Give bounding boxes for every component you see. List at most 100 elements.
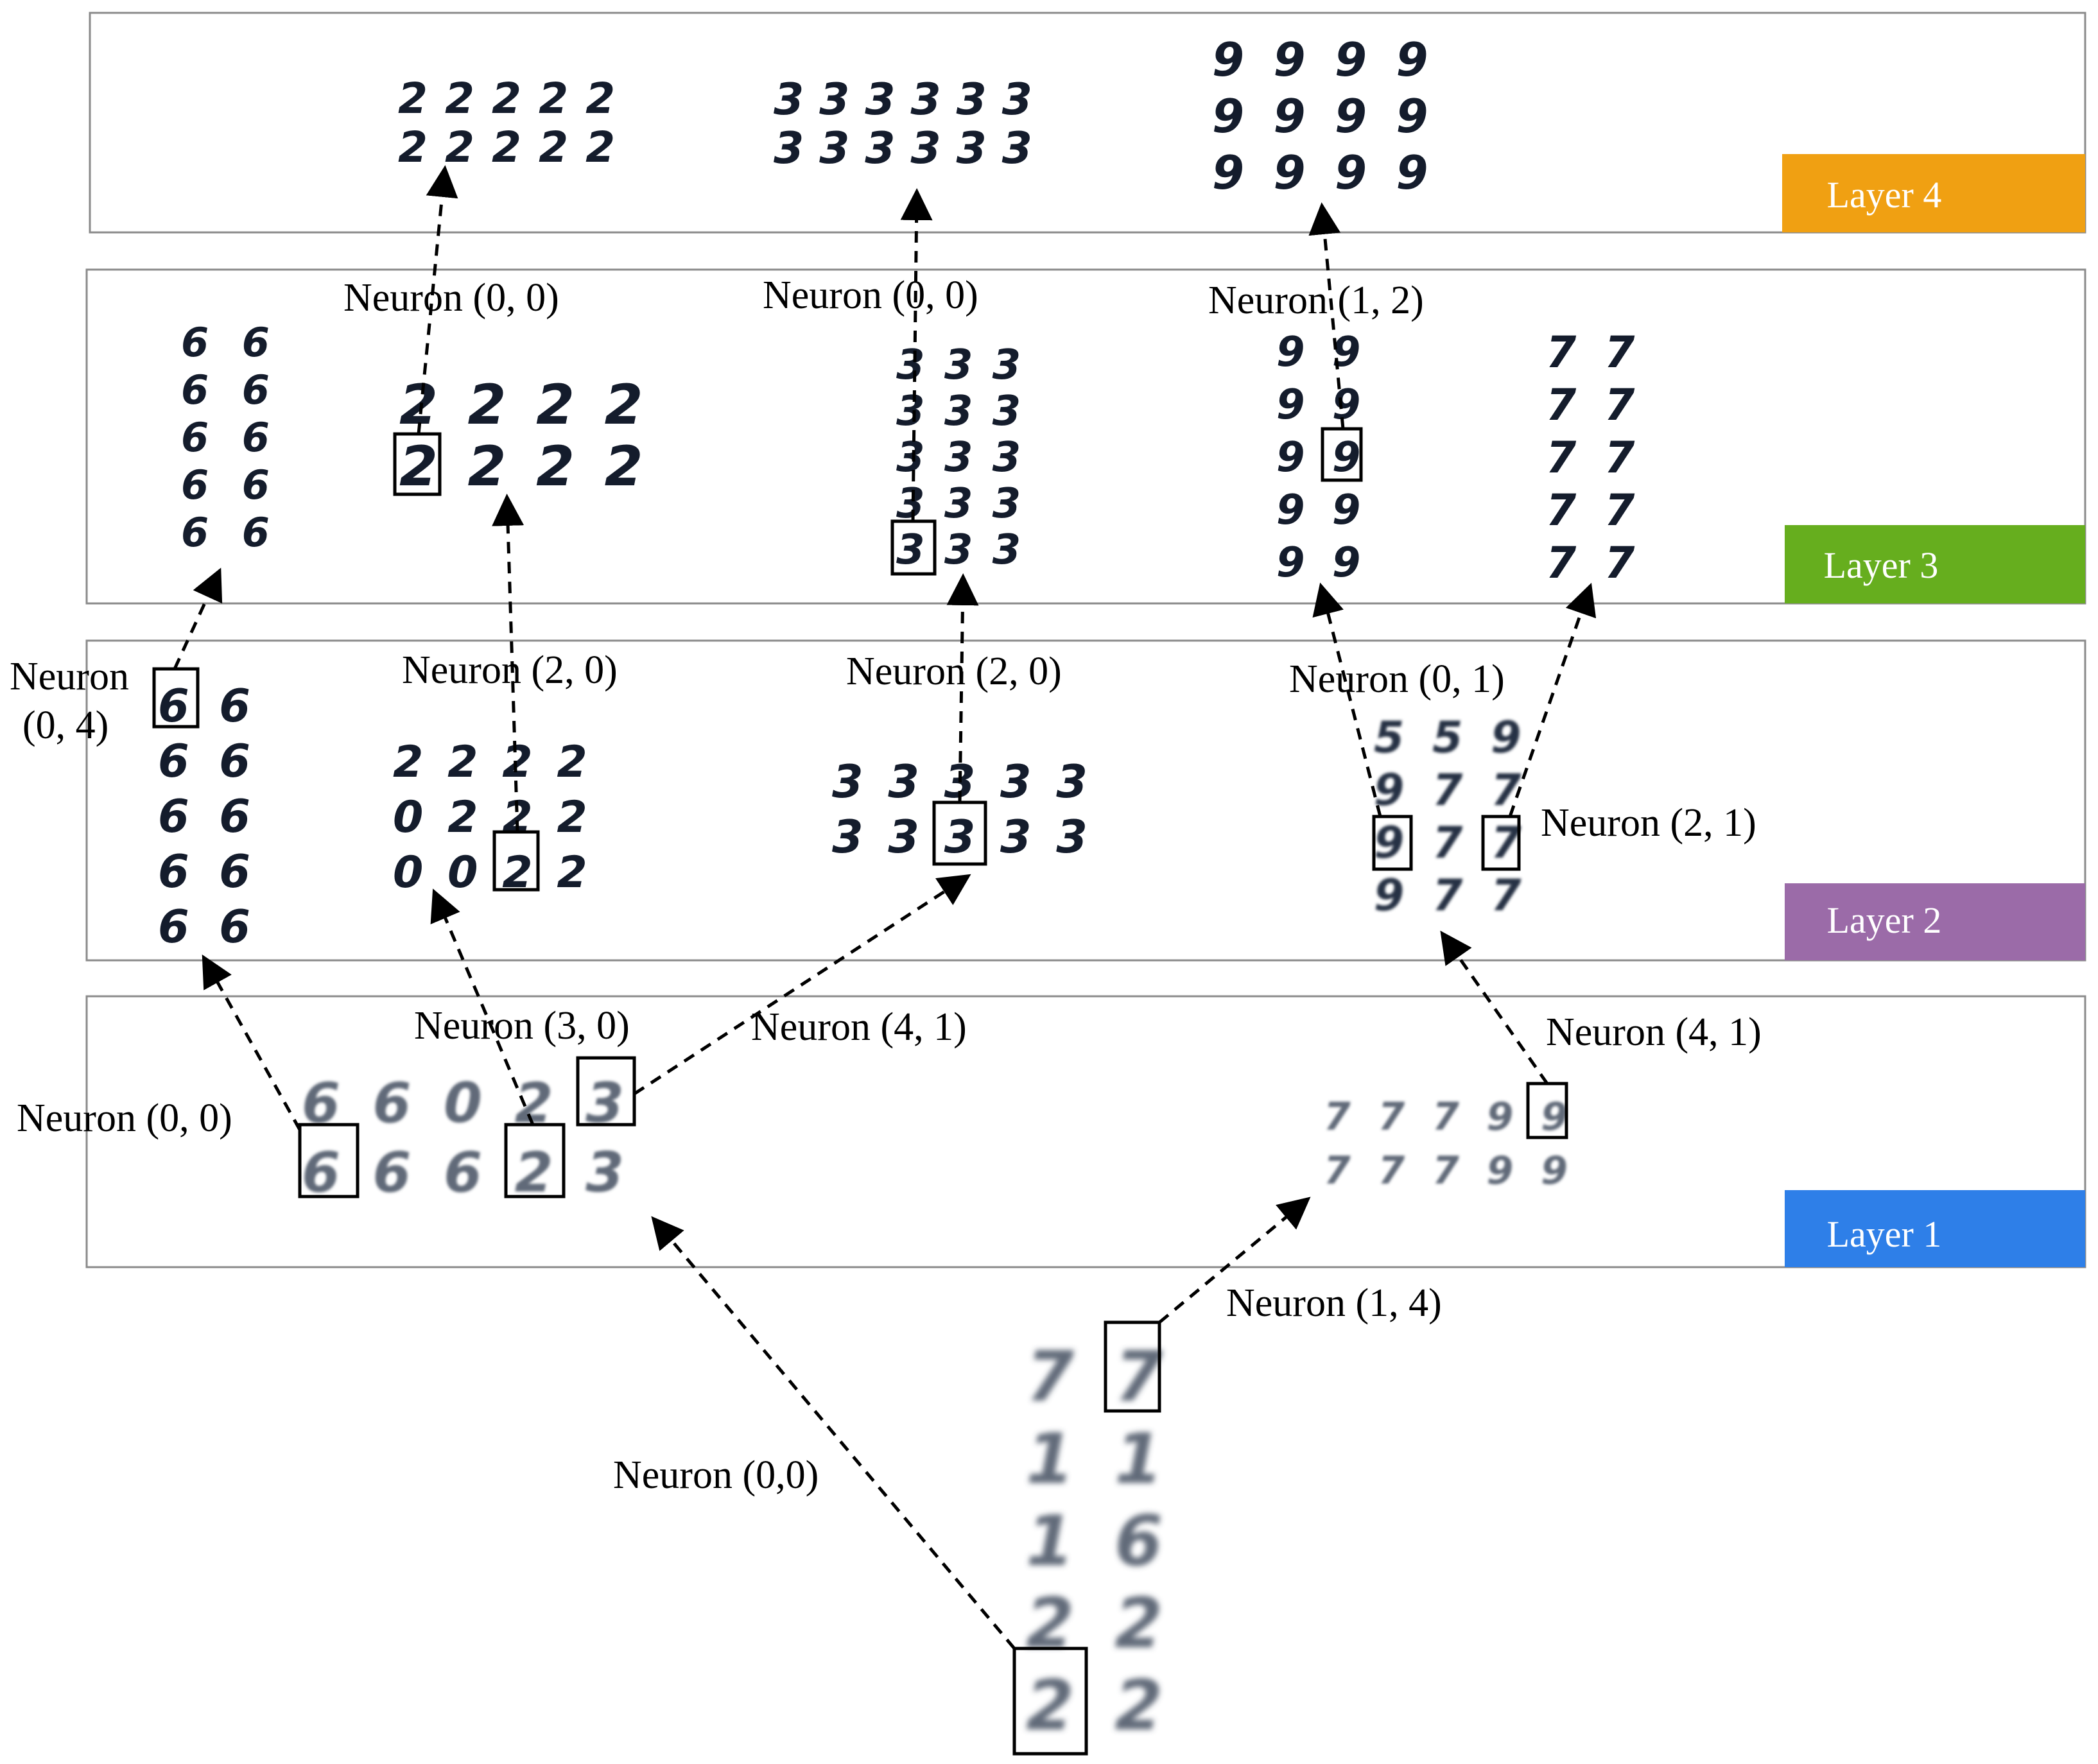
neuron-label-l3-7: Neuron (2, 1) [1541,801,1756,845]
digit-row: 22222 [398,74,632,123]
neuron-label-l4-3: Neuron (0, 0) [763,273,978,317]
arrow-l2-3-to-l3-3 [946,573,979,803]
layer-2-badge-fill [1785,883,2085,960]
neuron-label-l2-97: Neuron (4, 1) [1546,1010,1762,1054]
layer-1-panel [85,995,2086,1268]
digit-row: 559 [1374,713,1549,763]
layer-2-panel [85,639,2086,962]
layer-2-badge-label: Layer 2 [1827,899,1942,941]
selected-7-layer2 [1481,815,1521,871]
digit-row: 16 [1026,1501,1203,1582]
layer-3-badge: Layer 3 [1785,525,2085,603]
digit-row: 66 [181,462,302,508]
layer-1-badge-fill [1785,1190,2085,1267]
digit-row: 2222 [399,373,673,437]
digit-row: 2222 [393,737,611,788]
neuron-label-l3-3: Neuron (2, 0) [846,650,1062,693]
digit-row: 333 [896,342,1041,389]
arrow-l1-3-to-l2-3 [633,874,971,1096]
selected-2-layer1 [504,1123,566,1198]
arrow-l3-3-to-l4-3 [900,188,933,522]
digit-row: 0022 [393,847,611,898]
neuron-label-l1-root: Neuron (0,0) [613,1453,819,1497]
selected-7-root [1104,1320,1161,1413]
digit-row: 977 [1374,765,1549,816]
neuron-label-l3-2: Neuron (2, 0) [402,648,618,692]
digit-row: 66 [181,319,302,366]
selected-9-layer2 [1372,815,1413,871]
digit-row: 77 [1026,1337,1203,1417]
layer-4-badge-fill [1782,154,2085,232]
layer-1-badge-label: Layer 1 [1827,1213,1942,1255]
digit-row: 77799 [1324,1094,1595,1139]
digit-row: 11 [1026,1419,1203,1500]
digit-row: 99 [1276,329,1388,376]
digit-row: 9999 [1212,33,1457,87]
arrow-l3-9-to-l4-9 [1308,202,1345,429]
digit-row: 66 [158,845,281,898]
digit-row: 9999 [1212,89,1457,143]
layer-3-badge-fill [1785,525,2085,603]
arrow-l2-2-to-l3-2 [492,494,524,833]
digit-row: 333 [896,434,1041,481]
layer-1-badge: Layer 1 [1785,1190,2085,1267]
digit-row: 33333 [832,756,1113,808]
digit-row: 99 [1276,487,1388,534]
neuron-label-l2-2: Neuron (3, 0) [414,1004,630,1048]
digit-samples: 2222222222333333333333999999999999666666… [158,33,1663,1746]
selected-2-root [1012,1647,1088,1756]
digit-row: 99 [1276,539,1388,587]
digit-row: 66 [158,680,281,732]
neuron-label-l1-6: Neuron (0, 0) [17,1096,232,1140]
neuron-label-l4-9: Neuron (1, 2) [1208,279,1424,322]
neuron-label-l3-6-line2: (0, 4) [22,704,108,747]
digit-row: 99 [1276,434,1388,481]
arrow-root-2-to-l1-left [651,1216,1016,1650]
selected-2-layer3 [393,432,442,496]
arrow-l2-6-to-l3-6 [173,567,223,670]
neuron-labels: Neuron (0, 0) Neuron (0, 0) Neuron (1, 2… [10,273,1762,1497]
layer-3-panel [85,268,2086,605]
layer-4-badge-label: Layer 4 [1827,174,1942,216]
digit-row: 77 [1546,327,1663,378]
digit-row: 66 [181,509,302,556]
digit-row: 333 [896,526,1041,574]
hierarchy-arrows [173,165,1597,1650]
digit-row: 9999 [1212,146,1457,200]
digit-row: 22 [1026,1666,1203,1746]
digit-row: 33333 [832,811,1113,863]
digit-row: 333333 [774,74,1048,125]
neuron-label-l3-6-line1: Neuron [10,655,129,698]
digit-row: 66 [158,901,281,953]
digit-row: 66623 [302,1141,657,1205]
selected-6-layer1 [298,1123,360,1198]
digit-row: 66 [181,414,302,461]
neuron-label-l4-2: Neuron (0, 0) [343,276,559,320]
digit-row: 77 [1546,380,1663,431]
arrow-l1-9-to-l2-97 [1440,930,1549,1085]
digit-row: 77 [1546,485,1663,536]
neuron-label-l2-3: Neuron (4, 1) [751,1005,967,1049]
digit-row: 0222 [393,792,611,843]
layer-4-badge: Layer 4 [1782,154,2085,232]
digit-row: 77 [1546,538,1663,589]
digit-row: 66 [158,790,281,843]
digit-row: 66 [158,735,281,788]
arrow-l3-2-to-l4-2 [417,165,458,435]
selected-3-layer1 [576,1056,636,1127]
digit-row: 333333 [774,123,1048,174]
digit-row: 77 [1546,433,1663,483]
arrow-l1-6-to-l2-6 [202,954,302,1131]
